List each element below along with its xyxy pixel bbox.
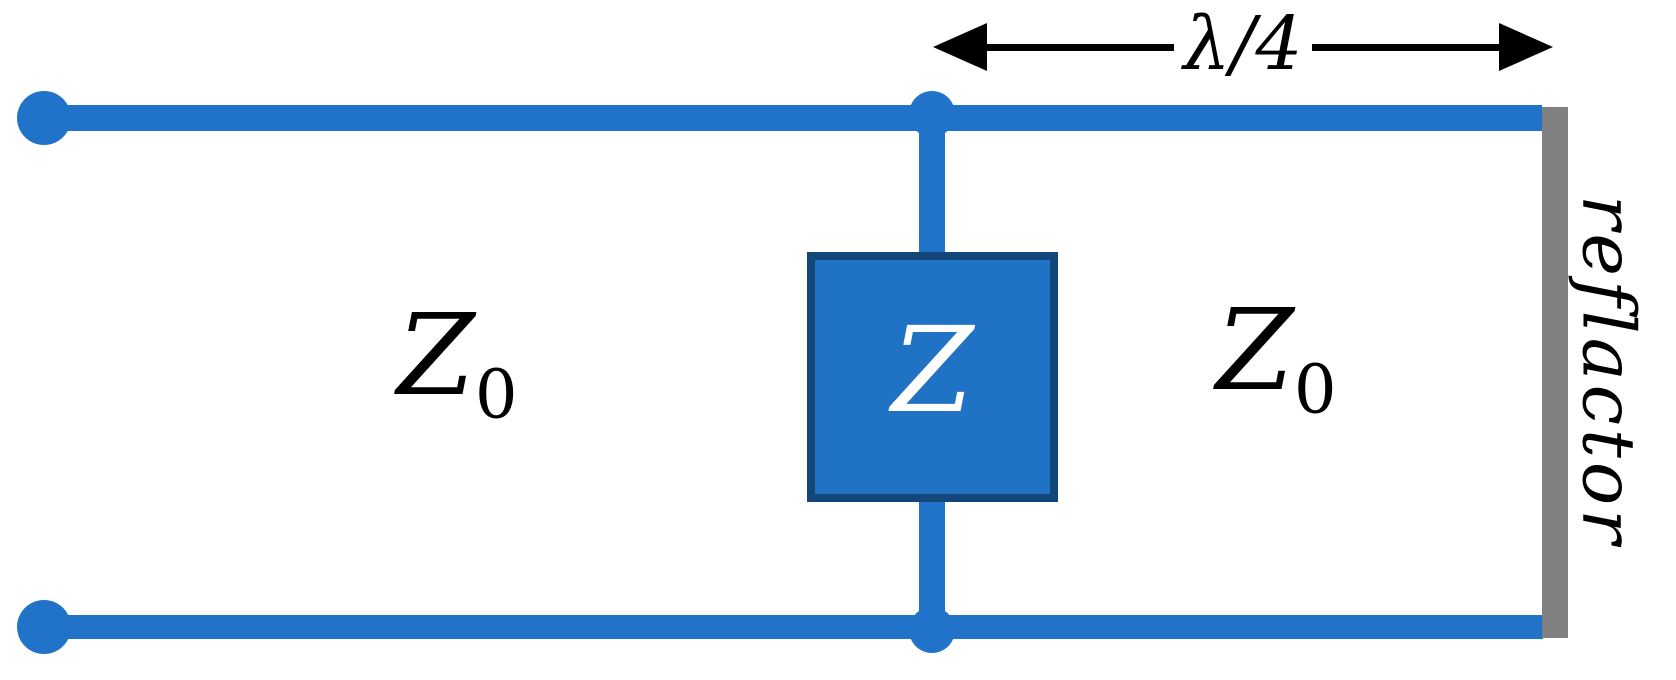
junction-dot-top	[909, 91, 955, 137]
arrowhead-right-icon	[1499, 23, 1554, 71]
terminal-dot-top-left	[17, 91, 71, 145]
shunt-impedance-box: Z	[807, 252, 1058, 502]
arrow-shaft-right	[1312, 43, 1500, 51]
arrowhead-left-icon	[933, 23, 987, 71]
reflector-label: reflactor	[1566, 195, 1651, 548]
left-impedance-base: Z	[397, 291, 475, 421]
bottom-conductor-line	[43, 615, 1543, 639]
junction-dot-bottom	[909, 607, 955, 653]
top-conductor-line	[43, 105, 1542, 131]
reflector-bar	[1542, 107, 1568, 638]
left-impedance-subscript: 0	[474, 355, 518, 434]
left-impedance-label: Z0	[397, 300, 518, 428]
arrow-shaft-left	[987, 43, 1174, 51]
shunt-impedance-label: Z	[891, 301, 974, 439]
terminal-dot-bottom-left	[17, 600, 71, 654]
right-impedance-label: Z0	[1216, 295, 1337, 423]
right-impedance-base: Z	[1216, 286, 1294, 416]
lambda-over-4-label: λ/4	[1183, 1, 1303, 87]
right-impedance-subscript: 0	[1293, 350, 1337, 429]
dimension-arrow: λ/4	[933, 1, 1554, 87]
